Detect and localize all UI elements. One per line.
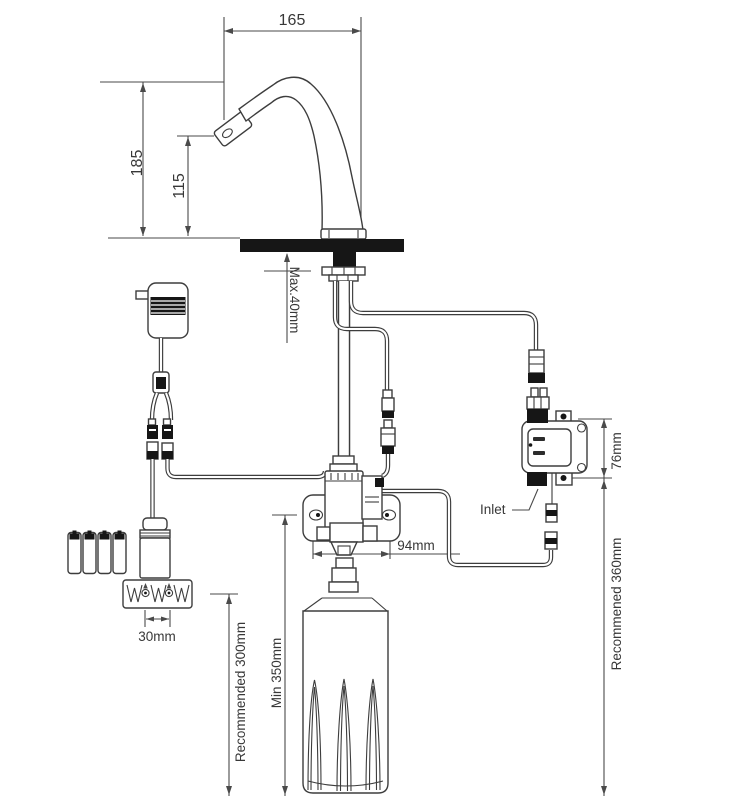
pump-outlet: [329, 541, 359, 556]
bracket-screw: [164, 588, 174, 598]
dim-label-185: 185: [129, 150, 146, 177]
socket-connector-right: [161, 442, 174, 460]
battery-bracket: [122, 579, 193, 609]
top-port: [527, 409, 548, 423]
inlet-fitting: [526, 387, 550, 410]
faucet-spout: [238, 76, 364, 232]
inlet-label: Inlet: [480, 502, 506, 517]
dim-label-360mm: Recommened 360mm: [609, 538, 624, 671]
dim-label-94mm: 94mm: [397, 538, 435, 553]
battery: [97, 530, 112, 575]
pump-manifold: [329, 522, 364, 543]
inlet-port: [527, 472, 547, 486]
battery-canister: [139, 517, 171, 579]
box-connector-lower: [544, 531, 558, 550]
battery: [112, 530, 127, 575]
locknut-washer: [328, 274, 359, 282]
dim-label-115: 115: [171, 173, 188, 199]
valve-cable: [382, 488, 554, 568]
sensor-cable-to-control-box: [348, 281, 539, 350]
bracket-slot: [308, 509, 324, 521]
box-screw: [576, 462, 587, 473]
hose-connector: [528, 349, 545, 383]
bottle-cap-top: [335, 557, 354, 569]
adapter-plug-right: [162, 418, 173, 439]
bottle-cap: [331, 567, 357, 583]
sensor-faucet: [213, 76, 367, 240]
threaded-shank: [333, 252, 356, 267]
batteries: [67, 530, 127, 575]
faucet-base: [320, 228, 367, 240]
sensor-window: [221, 128, 233, 139]
dim-label-350mm: Min 350mm: [269, 638, 284, 709]
dim-label-30mm: 30mm: [138, 629, 176, 644]
inline-switch: [152, 371, 170, 394]
mounting-deck: [240, 239, 404, 282]
pump-inlet-collar: [332, 455, 355, 465]
dim-label-max40: Max.40mm: [287, 267, 302, 334]
control-box: [521, 349, 588, 550]
pump-cable: [332, 281, 390, 391]
dimension-lines: [100, 17, 612, 796]
counter-deck: [240, 239, 404, 252]
adapter-plug-left: [147, 418, 158, 439]
plug-prong: [135, 290, 150, 300]
dim-label-76mm: 76mm: [609, 432, 624, 470]
power-adapter: [135, 282, 328, 519]
socket-connector-left: [146, 441, 159, 460]
box-connector-upper: [545, 503, 558, 523]
dim-label-165: 165: [279, 12, 306, 29]
inline-connector-lower: [380, 419, 396, 479]
soap-pump-assembly: [302, 455, 401, 556]
battery: [82, 530, 97, 575]
inline-connector-upper: [381, 389, 395, 418]
bracket-screw: [141, 588, 150, 598]
bottle-collar: [328, 581, 359, 593]
box-screw: [576, 423, 587, 433]
soap-bottle: [302, 557, 389, 794]
dim-label-300mm: Recommended 300mm: [233, 622, 248, 762]
battery: [67, 530, 82, 575]
control-box-faceplate: [527, 428, 572, 467]
dimension-labels: 165 185 115 Max.40mm 94mm 30mm 76mm Reco…: [129, 12, 624, 762]
